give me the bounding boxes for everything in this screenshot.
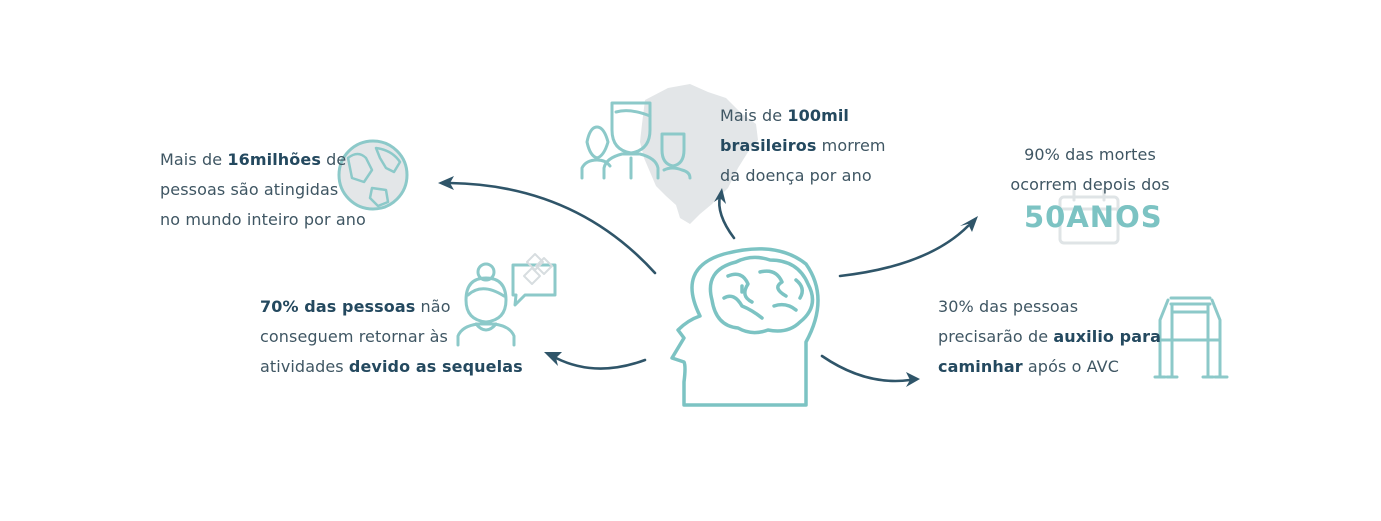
people-group-icon xyxy=(580,101,692,180)
stat-brazil-text: Mais de 100mil brasileiros morrem da doe… xyxy=(720,106,886,185)
arrow-to-walk xyxy=(820,354,920,387)
arrow-to-sequelae xyxy=(544,352,647,370)
stat-age-text: 90% das mortes ocorrem depois dos xyxy=(1010,145,1170,194)
woman-thinking-icon xyxy=(456,262,557,347)
walker-icon xyxy=(1153,296,1229,379)
stat-world-text: Mais de 16milhões de pessoas são atingid… xyxy=(160,150,366,229)
head-brain-icon xyxy=(670,247,820,407)
arrow-to-age xyxy=(838,216,978,278)
brazil-map-icon xyxy=(640,84,758,224)
arrow-to-brazil xyxy=(714,188,736,240)
globe-icon xyxy=(337,139,409,211)
fifty-years-label: 50ANOS xyxy=(1024,200,1163,234)
puzzle-pieces-icon xyxy=(523,253,553,285)
calendar-icon xyxy=(1058,188,1120,245)
stat-sequelae-text: 70% das pessoas não conseguem retornar à… xyxy=(260,297,523,376)
stat-walk-text: 30% das pessoas precisarão de auxilio pa… xyxy=(938,297,1162,376)
arrow-to-world xyxy=(438,176,657,275)
